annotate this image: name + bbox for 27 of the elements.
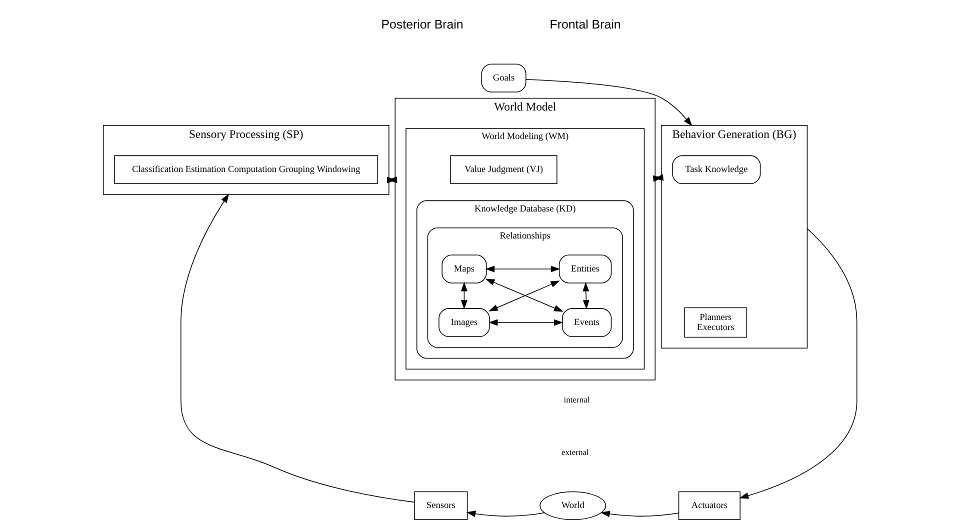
arrow: [582, 282, 589, 310]
arrow: [180, 194, 414, 503]
node-box: Events: [561, 308, 612, 337]
node-box: Maps: [441, 254, 486, 284]
arrow: [484, 266, 560, 272]
node-box: Actuators: [678, 491, 740, 520]
label: internal: [563, 394, 590, 404]
node-box: Goals: [480, 64, 526, 92]
label: external: [560, 447, 588, 458]
arrow: [738, 228, 857, 499]
node-box: Value Judgment (VJ): [450, 155, 557, 184]
arrow: [386, 176, 397, 184]
label: Frontal Brain: [549, 17, 620, 32]
node-box: Classification Estimation Computation Grouping Windowing: [114, 155, 378, 184]
arrow: [525, 79, 692, 126]
node-box: Images: [438, 308, 490, 337]
node-ellipse: World: [539, 491, 606, 520]
arrow: [488, 319, 563, 326]
node-box: Task Knowledge: [672, 155, 760, 184]
arrow: [460, 282, 467, 310]
arrow: [652, 174, 664, 182]
label: Posterior Brain: [380, 17, 463, 32]
node-box: Planners Executors: [684, 307, 747, 338]
node-box: Sensors: [414, 491, 468, 520]
arrow: [600, 510, 679, 518]
node-box: Entities: [558, 254, 612, 284]
arrow: [466, 510, 544, 518]
